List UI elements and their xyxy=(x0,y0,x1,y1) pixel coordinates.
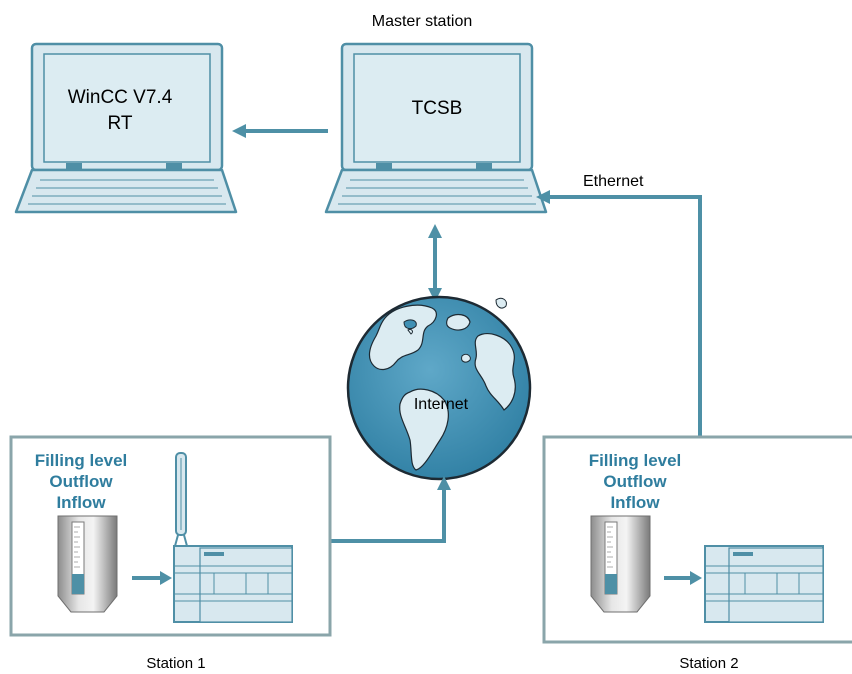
ethernet-label: Ethernet xyxy=(583,173,644,190)
station1-signals: Filling level Outflow Inflow xyxy=(35,451,128,512)
wincc-label-line1: WinCC V7.4 xyxy=(68,87,173,108)
plc-icon xyxy=(704,545,824,623)
wincc-laptop: WinCC V7.4 RT xyxy=(14,42,238,214)
wincc-label-line2: RT xyxy=(108,113,133,134)
tank-icon xyxy=(590,515,651,613)
globe-icon xyxy=(346,295,532,481)
station1-label: Station 1 xyxy=(146,655,205,672)
tank2-to-plc-arrow xyxy=(664,571,702,585)
antenna-icon xyxy=(174,452,188,547)
tank-icon xyxy=(57,515,118,613)
tcsb-to-wincc-arrow xyxy=(232,124,328,138)
tank1-to-plc-arrow xyxy=(132,571,172,585)
station2-label: Station 2 xyxy=(679,655,738,672)
master-station-label: Master station xyxy=(372,13,472,30)
station2-signal-filling-level: Filling level xyxy=(589,451,682,470)
ethernet-connection xyxy=(536,190,702,437)
station2-signals: Filling level Outflow Inflow xyxy=(589,451,682,512)
laptop-icon xyxy=(14,42,238,214)
station1-internet-connection xyxy=(330,476,451,543)
station1-signal-filling-level: Filling level xyxy=(35,451,128,470)
station1-signal-outflow: Outflow xyxy=(49,472,113,491)
station2-signal-inflow: Inflow xyxy=(610,493,660,512)
tcsb-internet-arrow xyxy=(428,224,442,302)
laptop-icon xyxy=(324,42,548,214)
station1-box xyxy=(9,435,332,637)
tcsb-label: TCSB xyxy=(412,98,463,119)
station2-box xyxy=(542,435,852,644)
station1-signal-inflow: Inflow xyxy=(56,493,106,512)
tcsb-laptop: TCSB xyxy=(324,42,548,214)
plc-icon xyxy=(173,545,293,623)
station2-signal-outflow: Outflow xyxy=(603,472,667,491)
internet-label: Internet xyxy=(414,396,469,413)
